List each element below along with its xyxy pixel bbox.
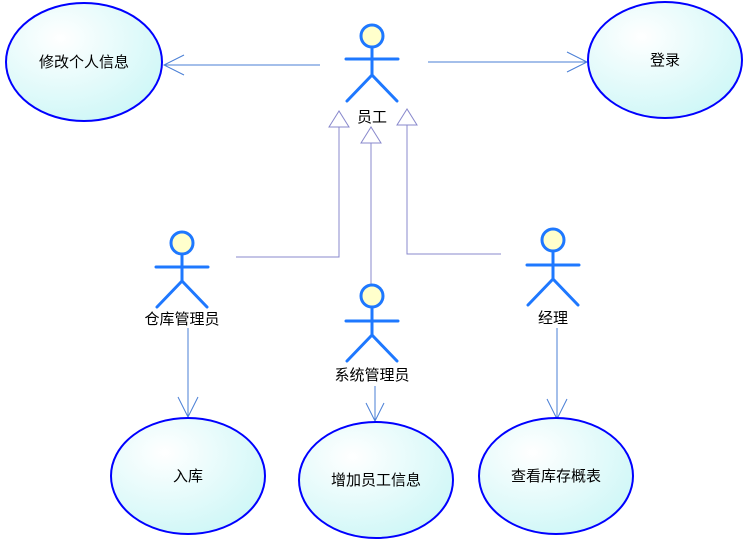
use-case-ellipse: [110, 417, 266, 535]
stick-figure-icon: [344, 283, 400, 363]
association-warehouse-admin-stock-in: [177, 328, 199, 419]
actor-system-admin[interactable]: 系统管理员: [334, 283, 410, 384]
association-manager-view-inventory: [546, 328, 568, 421]
use-case-view-inventory[interactable]: 查看库存概表: [478, 417, 634, 535]
actor-name: 员工: [357, 108, 387, 126]
actor-name: 经理: [538, 309, 568, 327]
use-case-label: 修改个人信息: [39, 53, 129, 71]
use-case-label: 增加员工信息: [331, 471, 421, 489]
association-employee-login: [428, 51, 589, 73]
relations-layer: [162, 51, 589, 423]
use-case-login[interactable]: 登录: [587, 1, 743, 119]
generalization-manager-employee: [396, 108, 501, 255]
use-case-add-employee[interactable]: 增加员工信息: [298, 421, 454, 539]
use-case-ellipse: [298, 421, 454, 539]
stick-figure-icon: [525, 227, 581, 307]
use-case-ellipse: [5, 2, 163, 122]
use-case-label: 登录: [650, 51, 680, 69]
actor-employee[interactable]: 员工: [344, 23, 400, 126]
use-case-edit-profile[interactable]: 修改个人信息: [5, 2, 163, 122]
actor-warehouse-admin[interactable]: 仓库管理员: [144, 230, 220, 328]
stick-figure-icon: [154, 230, 210, 309]
association-system-admin-add-employee: [365, 386, 385, 423]
use-case-ellipse: [587, 1, 743, 119]
generalization-warehouse-admin-employee: [236, 110, 350, 258]
stick-figure-icon: [344, 23, 400, 103]
use-case-ellipse: [478, 417, 634, 535]
use-case-stock-in[interactable]: 入库: [110, 417, 266, 535]
actor-name: 系统管理员: [334, 366, 409, 384]
actor-manager[interactable]: 经理: [525, 227, 581, 327]
association-employee-edit-profile: [162, 54, 320, 76]
use-case-label: 查看库存概表: [511, 467, 601, 485]
use-case-label: 入库: [173, 467, 203, 485]
generalization-system-admin-employee: [360, 126, 382, 285]
actor-name: 仓库管理员: [144, 310, 219, 328]
